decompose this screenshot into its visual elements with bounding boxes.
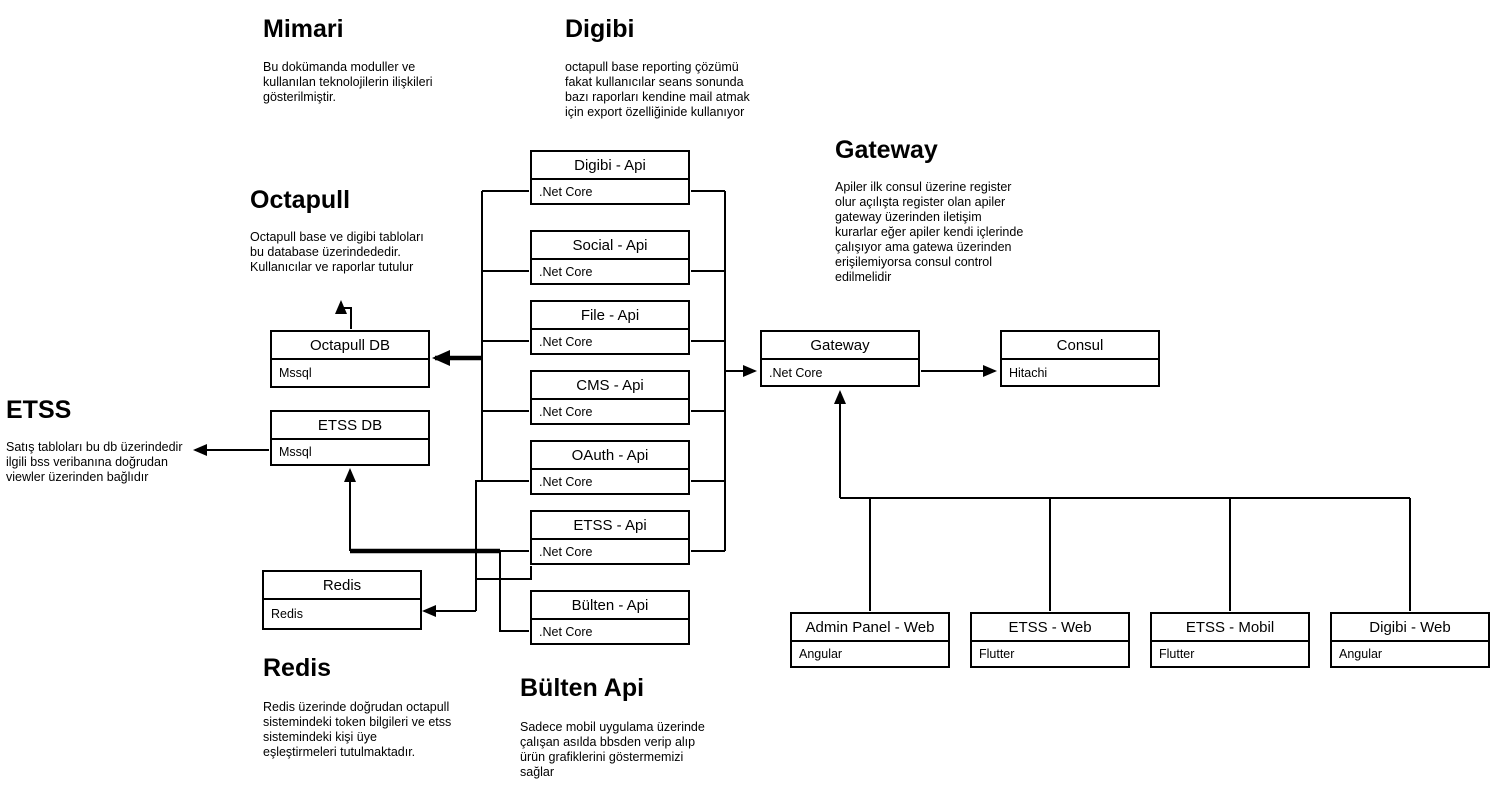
- component-etss-web[interactable]: ETSS - Web Flutter: [970, 612, 1130, 668]
- note-bulten-api-title: Bülten Api: [520, 674, 645, 702]
- component-tech: .Net Core: [539, 264, 593, 279]
- component-tech: Angular: [799, 647, 843, 661]
- component-etss-mobil[interactable]: ETSS - Mobil Flutter: [1150, 612, 1310, 668]
- component-digibi-api[interactable]: Digibi - Api .Net Core: [530, 150, 690, 205]
- component-tech: .Net Core: [769, 365, 823, 380]
- component-title: Bülten - Api: [532, 592, 688, 620]
- note-etss-title: ETSS: [6, 396, 72, 424]
- component-title: File - Api: [532, 302, 688, 330]
- component-title: Redis: [264, 572, 420, 600]
- component-bulten-api[interactable]: Bülten - Api .Net Core: [530, 590, 690, 645]
- component-oauth-api[interactable]: OAuth - Api .Net Core: [530, 440, 690, 495]
- note-redis-body: Redis üzerinde doğrudan octapull sistemi…: [263, 700, 452, 759]
- component-title: ETSS - Mobil: [1152, 614, 1308, 642]
- component-title: Social - Api: [532, 232, 688, 260]
- component-cms-api[interactable]: CMS - Api .Net Core: [530, 370, 690, 425]
- component-digibi-web[interactable]: Digibi - Web Angular: [1330, 612, 1490, 668]
- connector-octapulldb-up-arrow: [335, 300, 352, 329]
- connector-etss-bulten: [499, 550, 529, 632]
- component-admin-panel-web[interactable]: Admin Panel - Web Angular: [790, 612, 950, 668]
- note-gateway-title: Gateway: [835, 136, 938, 164]
- component-tech: Angular: [1339, 647, 1383, 661]
- note-mimari-title: Mimari: [263, 15, 344, 43]
- component-tech: Flutter: [979, 647, 1015, 661]
- component-tech: .Net Core: [539, 404, 593, 419]
- note-octapull-body: Octapull base ve digibi tabloları bu dat…: [250, 230, 424, 274]
- component-title: Digibi - Web: [1332, 614, 1488, 642]
- component-title: ETSS - Web: [972, 614, 1128, 642]
- component-title: ETSS - Api: [532, 512, 688, 540]
- component-title: Octapull DB: [272, 332, 428, 360]
- component-title: Gateway: [762, 332, 918, 360]
- component-etss-api[interactable]: ETSS - Api .Net Core: [530, 510, 690, 565]
- component-consul[interactable]: Consul Hitachi: [1000, 330, 1160, 387]
- connector-etss-api-jog: [477, 566, 532, 580]
- component-tech: .Net Core: [539, 474, 593, 489]
- component-tech: Hitachi: [1009, 365, 1048, 380]
- component-octapull-db[interactable]: Octapull DB Mssql: [270, 330, 430, 388]
- component-title: Consul: [1002, 332, 1158, 360]
- component-title: CMS - Api: [532, 372, 688, 400]
- component-gateway[interactable]: Gateway .Net Core: [760, 330, 920, 387]
- component-social-api[interactable]: Social - Api .Net Core: [530, 230, 690, 285]
- component-title: ETSS DB: [272, 412, 428, 440]
- component-etss-db[interactable]: ETSS DB Mssql: [270, 410, 430, 466]
- component-tech: Mssql: [279, 445, 312, 459]
- component-tech: Mssql: [279, 366, 312, 380]
- note-digibi-title: Digibi: [565, 15, 635, 43]
- component-tech: .Net Core: [539, 334, 593, 349]
- component-tech: .Net Core: [539, 624, 593, 639]
- component-file-api[interactable]: File - Api .Net Core: [530, 300, 690, 355]
- note-etss-body: Satış tabloları bu db üzerindedir ilgili…: [6, 440, 183, 484]
- component-tech: .Net Core: [539, 184, 593, 199]
- note-gateway-body: Apiler ilk consul üzerine register olur …: [835, 180, 1024, 284]
- note-redis-title: Redis: [263, 654, 332, 682]
- component-redis[interactable]: Redis Redis: [262, 570, 422, 630]
- component-tech: Flutter: [1159, 647, 1195, 661]
- component-title: Admin Panel - Web: [792, 614, 948, 642]
- component-title: OAuth - Api: [532, 442, 688, 470]
- connector-left-bus: [475, 191, 483, 611]
- note-mimari-body: Bu dokümanda moduller ve kullanılan tekn…: [263, 60, 433, 104]
- component-tech: Redis: [271, 607, 303, 621]
- component-title: Digibi - Api: [532, 152, 688, 180]
- note-bulten-api-body: Sadece mobil uygulama üzerinde çalışan a…: [520, 720, 705, 779]
- note-digibi-body: octapull base reporting çözümü fakat kul…: [565, 60, 750, 119]
- component-tech: .Net Core: [539, 544, 593, 559]
- note-octapull-title: Octapull: [250, 186, 351, 214]
